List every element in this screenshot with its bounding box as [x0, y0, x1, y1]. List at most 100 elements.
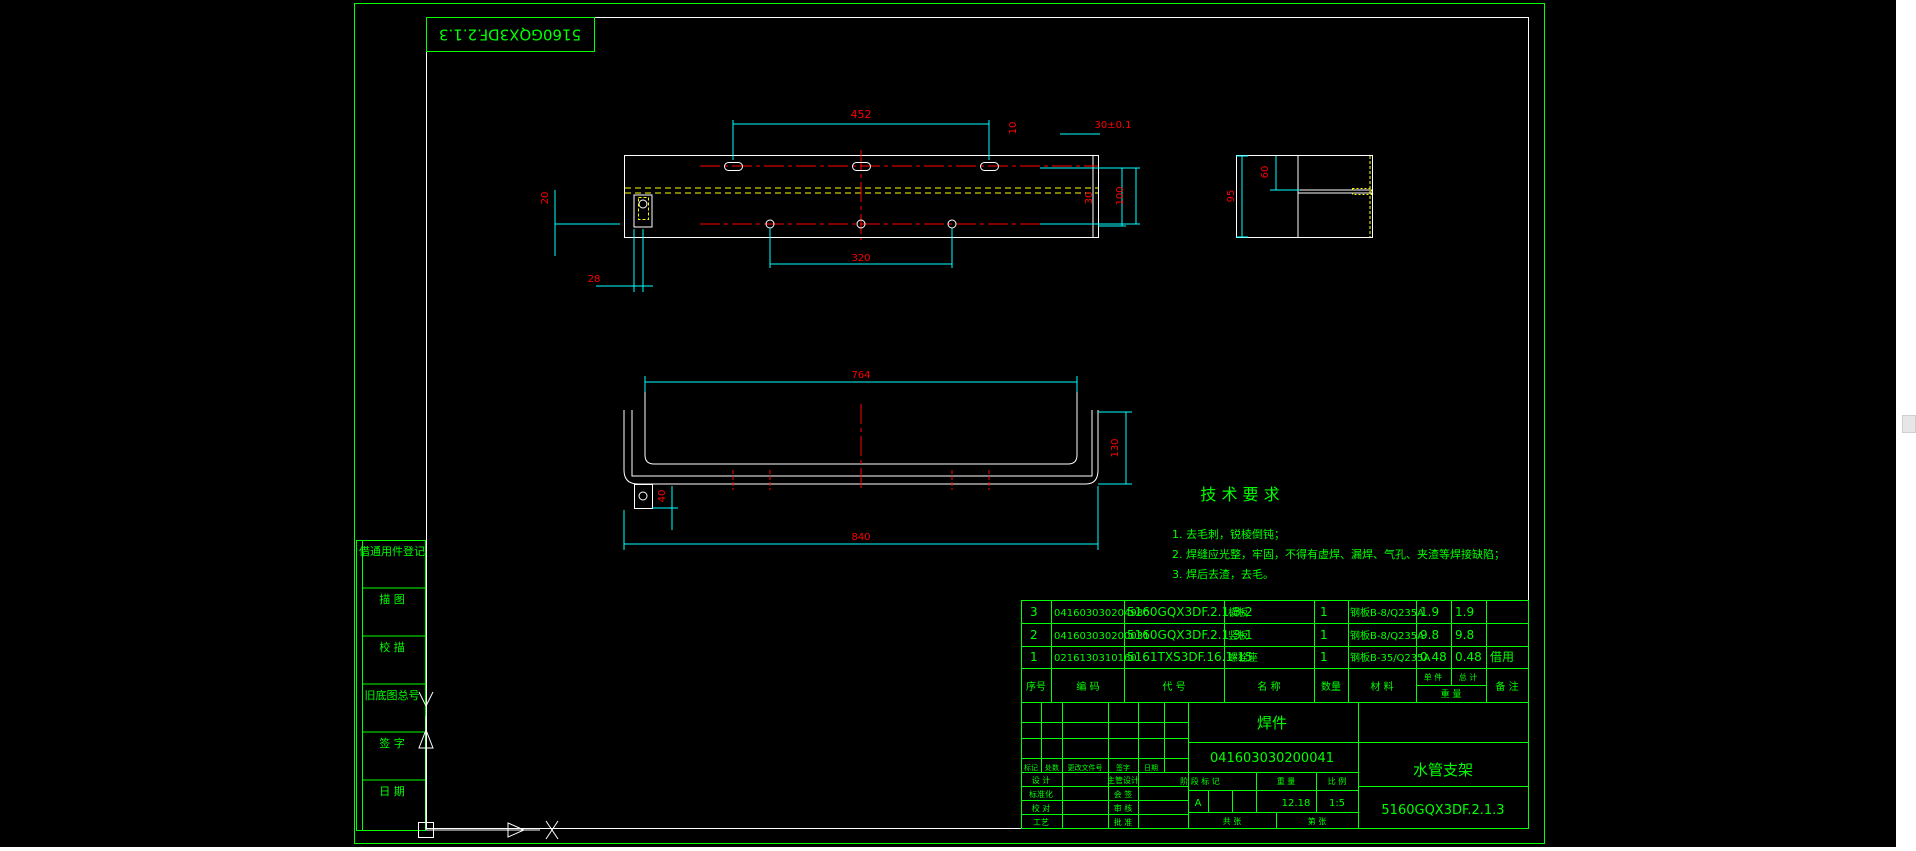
- bom-cell: 041603030200031: [1054, 631, 1149, 642]
- bom-cell: 0216130310160: [1054, 653, 1137, 664]
- weight-value: 12.18: [1282, 798, 1311, 809]
- dim-95: 95: [1226, 190, 1237, 203]
- outer-border: [354, 3, 1545, 844]
- bom-header: 总 计: [1459, 672, 1478, 682]
- bom-header: 序号: [1026, 680, 1046, 693]
- technical-requirements: 技 术 要 求 1. 去毛刺，锐棱倒钝； 2. 焊缝应光整，牢固，不得有虚焊、漏…: [1172, 485, 1505, 581]
- sheet-number: 第 张: [1308, 816, 1327, 826]
- bom-cell: 钢板B-8/Q235A: [1350, 606, 1424, 619]
- rev-mark: 处数: [1045, 763, 1059, 772]
- dim-28: 28: [588, 274, 601, 285]
- rev-mark: 签字: [1116, 763, 1130, 772]
- dim-130: 130: [1110, 438, 1121, 457]
- bom-cell: 0.48: [1420, 650, 1447, 664]
- left-label-2: 校 描: [379, 640, 405, 654]
- ucs-icon: [418, 691, 559, 840]
- title-block-texts: 焊件 041603030200041 水管支架 5160GQX3DF.2.1.3…: [1024, 714, 1505, 827]
- role-label: 审 核: [1114, 803, 1133, 813]
- bom-rows: 3 041603030204980 5160GQX3DF.2.1.3-2 横板 …: [1026, 605, 1519, 700]
- left-sidebar: 借通用件登记 描 图 校 描 旧底图总号 签 字 日 期: [356, 540, 426, 831]
- rev-mark: 日期: [1144, 764, 1158, 772]
- bom-cell: 9.8: [1420, 628, 1439, 642]
- rev-mark: 更改文件号: [1068, 763, 1103, 772]
- part-type: 焊件: [1257, 714, 1287, 732]
- left-label-1: 描 图: [379, 592, 405, 606]
- bom-cell: 5160GQX3DF.2.1.3-2: [1127, 605, 1253, 619]
- dim-840: 840: [851, 532, 870, 543]
- dim-452: 452: [851, 108, 872, 121]
- side-view: 95 60: [1226, 155, 1373, 238]
- tech-note-1: 1. 去毛刺，锐棱倒钝；: [1172, 527, 1285, 541]
- scale-value: 1:5: [1329, 798, 1345, 809]
- bom-cell: 5160GQX3DF.2.1.3-1: [1127, 628, 1253, 642]
- left-label-4: 签 字: [379, 736, 405, 750]
- top-view: 764 840 130 40: [623, 370, 1132, 550]
- bom-cell: 1: [1320, 605, 1328, 619]
- bom-header: 数量: [1321, 680, 1341, 693]
- bom-header: 名 称: [1257, 680, 1280, 693]
- dim-60: 60: [1260, 166, 1271, 179]
- tech-title: 技 术 要 求: [1200, 485, 1279, 504]
- stage-label: 阶 段 标 记: [1180, 776, 1220, 786]
- role-label: 会 签: [1114, 789, 1133, 799]
- bom-cell: 螺栓座: [1228, 651, 1258, 664]
- dim-20: 20: [540, 192, 551, 205]
- bom-cell: 借用: [1490, 650, 1514, 664]
- front-view-dims: [554, 120, 1140, 292]
- bom-cell: 1: [1320, 650, 1328, 664]
- title-tab-text: 5160GQX3DF.2.1.3: [439, 26, 581, 44]
- scrollbar-thumb[interactable]: [1902, 415, 1916, 433]
- bom-cell: 钢板B-8/Q235A: [1350, 629, 1424, 642]
- bom-header: 单 件: [1424, 672, 1443, 682]
- part-name: 水管支架: [1413, 761, 1473, 779]
- role-label: 工艺: [1033, 818, 1049, 827]
- inner-border: [426, 17, 1529, 829]
- bom-cell: 1: [1030, 650, 1038, 664]
- dim-764: 764: [851, 370, 870, 381]
- role-label: 设 计: [1032, 775, 1051, 785]
- role-label: 主管设计: [1107, 775, 1139, 785]
- dim-30-tol: 30±0.1: [1094, 120, 1131, 131]
- bom-cell: 1.9: [1420, 605, 1439, 619]
- title-block: [1021, 702, 1529, 829]
- bom-cell: 9.8: [1455, 628, 1474, 642]
- dim-320: 320: [851, 253, 870, 264]
- bom-header: 编 码: [1076, 680, 1099, 693]
- rev-mark: 标记: [1024, 763, 1038, 772]
- bom-cell: 1: [1320, 628, 1328, 642]
- role-label: 校 对: [1032, 803, 1051, 813]
- bom-cell: 1.9: [1455, 605, 1474, 619]
- part-code: 041603030200041: [1210, 751, 1334, 766]
- bom-header: 代 号: [1162, 681, 1185, 693]
- bom-weight-header: 重 量: [1441, 688, 1462, 700]
- left-label-3: 旧底图总号: [365, 688, 420, 702]
- bom-cell: 钢板B-35/Q235A: [1350, 651, 1431, 664]
- drawing-number: 5160GQX3DF.2.1.3: [1381, 803, 1504, 818]
- scale-label: 比 例: [1328, 776, 1347, 786]
- bom-cell: 横板: [1228, 606, 1248, 619]
- dim-10: 10: [1008, 122, 1019, 135]
- bom-cell: 041603030204980: [1054, 608, 1149, 619]
- left-label-0: 借通用件登记: [359, 544, 425, 558]
- bom-cell: 0.48: [1455, 650, 1482, 664]
- dim-40: 40: [657, 490, 668, 503]
- front-view: [624, 150, 1099, 240]
- bom-cell: 2: [1030, 628, 1038, 642]
- bom-header: 备 注: [1495, 680, 1518, 693]
- sheet-total: 共 张: [1223, 817, 1242, 826]
- stage-value: A: [1195, 798, 1202, 809]
- weight-label: 重 量: [1277, 776, 1296, 786]
- role-label: 批 准: [1114, 817, 1133, 827]
- role-label: 标准化: [1029, 789, 1053, 799]
- bom-header: 材 料: [1370, 680, 1393, 693]
- tech-note-3: 3. 焊后去渣，去毛。: [1172, 567, 1274, 581]
- dim-30: 30: [1084, 192, 1095, 205]
- left-label-5: 日 期: [379, 785, 405, 798]
- front-view-dim-texts: 452 320 30±0.1 10 100 30 20 28: [540, 108, 1132, 285]
- title-tab: 5160GQX3DF.2.1.3: [426, 17, 595, 52]
- tech-note-2: 2. 焊缝应光整，牢固，不得有虚焊、漏焊、气孔、夹渣等焊接缺陷；: [1172, 547, 1505, 561]
- bom-cell: 3: [1030, 605, 1038, 619]
